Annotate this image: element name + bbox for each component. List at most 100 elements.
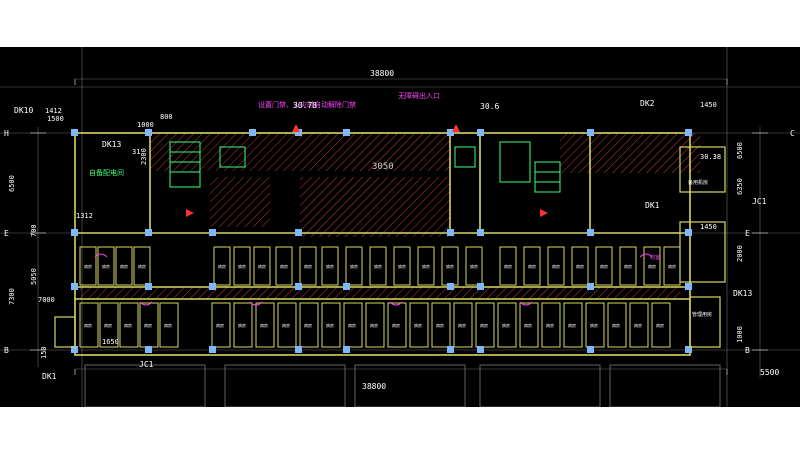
axis-h-left: H — [4, 129, 9, 138]
lower-room-1 — [79, 302, 99, 348]
column-3 — [249, 129, 256, 136]
lower-room-15-label: 病房 — [414, 322, 422, 328]
column-10 — [71, 229, 78, 236]
column-28 — [145, 346, 152, 353]
dim-1450-top: 1450 — [700, 101, 717, 109]
upper-room-19 — [547, 246, 565, 286]
upper-room-2 — [97, 246, 115, 286]
room-right-bot: 管理用房 — [692, 311, 712, 318]
cad-drawing-canvas: 病房病房病房病房病房病房病房病房病房病房病房病房病房病房病房病房病房病房病房病房… — [0, 47, 800, 407]
exit-arrows — [186, 124, 548, 217]
column-9 — [685, 129, 692, 136]
lower-room-17 — [453, 302, 473, 348]
lower-room-5-label: 病房 — [164, 322, 172, 328]
column-8 — [587, 129, 594, 136]
lower-room-10 — [299, 302, 319, 348]
hatched-zones — [80, 133, 700, 299]
lower-room-13-label: 病房 — [370, 322, 378, 328]
structural-columns — [71, 129, 692, 353]
lower-room-21 — [541, 302, 561, 348]
column-32 — [447, 346, 454, 353]
lower-room-3 — [119, 302, 139, 348]
room-right-top: 备用机房 — [688, 179, 708, 186]
right-annex — [54, 146, 726, 348]
column-18 — [71, 283, 78, 290]
upper-room-1 — [79, 246, 97, 286]
drawing-labels: 38800 38800 DK10 1412 1500 800 1000 DK13… — [8, 69, 779, 391]
dim-1500: 1500 — [47, 115, 64, 123]
column-34 — [587, 346, 594, 353]
upper-room-12 — [369, 246, 387, 286]
lower-room-13 — [365, 302, 385, 348]
dim-1000-right: 1000 — [736, 326, 744, 343]
upper-room-5 — [213, 246, 231, 286]
column-6 — [447, 129, 454, 136]
upper-room-8 — [275, 246, 293, 286]
upper-room-4 — [133, 246, 151, 286]
dim-1312: 1312 — [76, 212, 93, 220]
lower-room-11 — [321, 302, 341, 348]
upper-room-14 — [417, 246, 435, 286]
upper-room-22 — [619, 246, 637, 286]
upper-room-1-label: 病房 — [84, 263, 92, 269]
column-15 — [477, 229, 484, 236]
dim-1412: 1412 — [45, 107, 62, 115]
upper-room-23 — [643, 246, 661, 286]
column-23 — [447, 283, 454, 290]
column-21 — [295, 283, 302, 290]
column-17 — [685, 229, 692, 236]
upper-room-18-label: 病房 — [528, 263, 536, 269]
upper-room-21-label: 病房 — [600, 263, 608, 269]
lower-room-26 — [651, 302, 671, 348]
lower-room-23-label: 病房 — [590, 322, 598, 328]
upper-room-11 — [345, 246, 363, 286]
column-31 — [343, 346, 350, 353]
label-dk2: DK2 — [640, 99, 655, 108]
lower-room-25 — [629, 302, 649, 348]
dim-bottom-total: 38800 — [362, 382, 386, 391]
elev-right: 30.38 — [700, 153, 721, 161]
label-dk13-right: DK13 — [733, 289, 752, 298]
dim-6350-right: 6350 — [736, 178, 744, 195]
lower-room-22-label: 病房 — [568, 322, 576, 328]
axis-c-right: C — [790, 129, 795, 138]
upper-room-8-label: 病房 — [280, 263, 288, 269]
note-right: 无障碍出入口 — [398, 91, 440, 100]
lower-room-23 — [585, 302, 605, 348]
dim-5500: 5500 — [760, 368, 779, 377]
column-29 — [209, 346, 216, 353]
dim-1000-left: 1000 — [137, 121, 154, 129]
lower-room-6-label: 病房 — [216, 322, 224, 328]
lower-room-25-label: 病房 — [634, 322, 642, 328]
upper-room-4-label: 病房 — [138, 263, 146, 269]
lower-room-6 — [211, 302, 231, 348]
bottom-structures — [84, 364, 721, 407]
lower-room-21-label: 病房 — [546, 322, 554, 328]
lower-room-24-label: 病房 — [612, 322, 620, 328]
dim-1650: 1650 — [102, 338, 119, 346]
note-left: 设置门禁、火灾时自动解除门禁 — [258, 100, 356, 109]
dim-1450-mid: 1450 — [700, 223, 717, 231]
lower-room-19-label: 病房 — [502, 322, 510, 328]
upper-room-12-label: 病房 — [374, 263, 382, 269]
column-22 — [343, 283, 350, 290]
dim-800: 800 — [160, 113, 173, 121]
lower-room-15 — [409, 302, 429, 348]
dim-700-left: 700 — [30, 224, 38, 237]
upper-room-9 — [299, 246, 317, 286]
lower-room-18 — [475, 302, 495, 348]
upper-room-7 — [253, 246, 271, 286]
upper-room-14-label: 病房 — [422, 263, 430, 269]
lower-room-1-label: 病房 — [84, 322, 92, 328]
dim-2000-right: 2000 — [736, 245, 744, 262]
label-dk1-right: DK1 — [645, 201, 660, 210]
lower-room-19 — [497, 302, 517, 348]
lower-room-11-label: 病房 — [326, 322, 334, 328]
column-11 — [145, 229, 152, 236]
column-33 — [477, 346, 484, 353]
upper-room-11-label: 病房 — [350, 263, 358, 269]
lower-room-17-label: 病房 — [458, 322, 466, 328]
upper-room-18 — [523, 246, 541, 286]
dim-31: 31 — [132, 148, 140, 156]
column-20 — [209, 283, 216, 290]
